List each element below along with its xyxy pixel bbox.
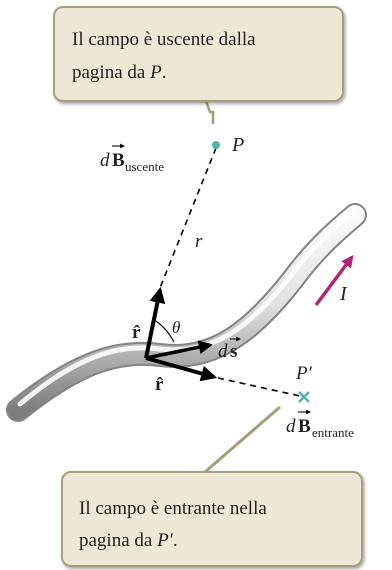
current-arrow (314, 255, 354, 307)
callout-top-box (53, 6, 344, 102)
point-p-prime-cross (298, 391, 310, 403)
theta-arc (153, 319, 175, 343)
callout-top-line2: pagina da P. (72, 62, 166, 83)
db-uscente-label: d B uscente (100, 143, 164, 174)
db-uscente-subscript: uscente (125, 159, 164, 174)
current-label: I (339, 283, 348, 305)
ds-label: d s (218, 336, 241, 362)
r-hat-label-upper: r̂ (132, 322, 141, 343)
ds-label-s: s (230, 341, 237, 362)
db-entrante-b: B (298, 416, 311, 437)
vectors (144, 286, 218, 382)
dashed-line-to-p-prime (217, 377, 301, 397)
ds-vector (145, 340, 213, 360)
dashed-line-to-p (159, 147, 217, 289)
callout-bottom-box (61, 471, 363, 567)
callout-bottom: Il campo è entrante nella pagina da P′. (61, 405, 363, 567)
db-uscente-d: d (100, 150, 110, 171)
distance-r-label: r (195, 231, 203, 252)
callout-bottom-line2: pagina da P′. (79, 530, 178, 551)
current-wire (6, 203, 367, 422)
db-uscente-b: B (112, 150, 125, 171)
r-hat-label-lower: r̂ (155, 374, 164, 395)
callout-bottom-pointer (204, 405, 281, 474)
db-entrante-subscript: entrante (312, 425, 354, 440)
db-entrante-label: d B entrante (286, 409, 354, 440)
callout-bottom-line1: Il campo è entrante nella (79, 498, 267, 519)
ds-label-d: d (218, 341, 228, 362)
callout-top-line1: Il campo è uscente dalla (72, 29, 256, 50)
point-p-dot (212, 141, 220, 149)
callout-top: Il campo è uscente dalla pagina da P. (53, 6, 344, 124)
r-hat-vector-up (144, 286, 166, 359)
r-hat-vector-right (145, 356, 218, 382)
point-p-prime-label: P′ (295, 363, 313, 384)
callout-top-pointer (200, 99, 215, 124)
db-entrante-d: d (286, 416, 296, 437)
point-p-label: P (231, 134, 244, 156)
theta-label: θ (172, 318, 180, 337)
